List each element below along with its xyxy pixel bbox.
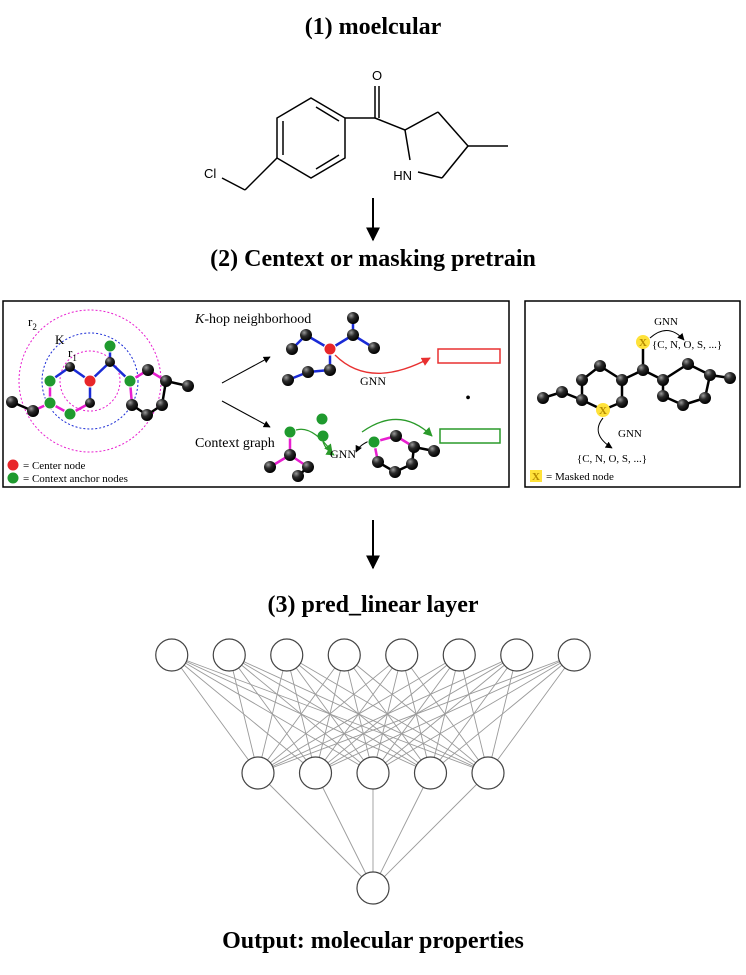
context-embedding-box <box>439 428 501 444</box>
network-edge <box>228 654 259 774</box>
masked-node-top <box>636 335 650 349</box>
gnn-arrow-top <box>334 354 431 374</box>
output-layer-node <box>356 871 390 905</box>
input-layer-node <box>270 638 304 672</box>
hidden-layer-node <box>413 756 448 790</box>
hidden-layer-node <box>241 756 275 790</box>
k-hop-circle <box>41 332 139 430</box>
masked-node-top-label: X <box>639 337 647 349</box>
atom-oxygen: O <box>372 68 382 83</box>
output-title: Output: molecular properties <box>222 928 524 954</box>
step2-title: (2) Centext or masking pretrain <box>210 246 536 272</box>
k-hop-nodes <box>282 312 380 386</box>
network-edge <box>372 654 575 774</box>
network-nodes <box>155 638 591 905</box>
k-hop-embedding-box <box>437 348 501 364</box>
network-edge <box>372 772 431 889</box>
legend-anchor-label: = Context anchor nodes <box>23 473 128 485</box>
label-r1: r1 <box>68 345 77 363</box>
k-hop-label: K-hop neighborhood <box>194 312 311 327</box>
mask-arrow-top <box>649 330 685 341</box>
hidden-layer-node <box>298 756 333 790</box>
network-edge <box>257 654 575 774</box>
legend-center-label: = Center node <box>23 460 86 472</box>
step1-title: (1) moelcular <box>304 14 442 40</box>
masked-node-bottom <box>596 403 610 417</box>
gnn-label-top: GNN <box>360 374 386 388</box>
context-graph-label: Context graph <box>195 436 275 451</box>
gnn-arrow-bottom <box>361 418 433 437</box>
mask-arrow-bottom <box>597 417 613 449</box>
network-edge <box>171 654 259 774</box>
network-edge <box>430 654 575 774</box>
network-edge <box>257 654 403 774</box>
legend-anchor-icon <box>6 471 20 485</box>
split-arrow-up <box>221 356 271 384</box>
input-layer-node <box>442 638 476 672</box>
hidden-layer-node <box>356 756 390 790</box>
input-layer-node <box>557 638 591 672</box>
context-arrow-b <box>322 441 335 456</box>
label-k: K <box>55 332 65 347</box>
network-edge <box>257 772 374 889</box>
network-edge <box>487 654 575 774</box>
masked-node-bottom-label: X <box>599 405 607 417</box>
context-pretrain-panel <box>2 300 510 488</box>
legend-center-icon <box>6 458 20 472</box>
legend-masked-label: = Masked node <box>546 471 614 483</box>
legend-mask-icon <box>530 470 542 482</box>
network-edge <box>372 772 489 889</box>
gnn-label-bottom: GNN <box>330 447 356 461</box>
input-layer-node <box>385 638 419 672</box>
molecule-structure <box>221 86 508 191</box>
input-layer-node <box>212 638 246 672</box>
split-arrow-down <box>221 400 271 428</box>
label-r2: r2 <box>28 314 37 332</box>
radius-r1-circle <box>59 350 121 412</box>
input-layer-node <box>155 638 189 672</box>
network-edge <box>257 654 460 774</box>
input-layer-node <box>500 638 534 672</box>
network-edge <box>315 654 575 774</box>
network-edge <box>257 654 345 774</box>
network-edges <box>171 654 575 889</box>
dot-product-symbol: • <box>465 390 471 407</box>
step3-title: (3) pred_linear layer <box>267 592 479 618</box>
network-edge <box>315 772 374 889</box>
mask-set-bottom: {C, N, O, S, ...} <box>577 453 647 465</box>
mask-gnn-bottom: GNN <box>618 428 642 440</box>
input-layer-node <box>327 638 361 672</box>
context-graph-nodes <box>6 339 194 421</box>
network-edge <box>257 654 517 774</box>
mask-set-top: {C, N, O, S, ...} <box>652 339 722 351</box>
mask-gnn-top: GNN <box>654 316 678 328</box>
hidden-layer-node <box>471 756 505 790</box>
atom-chlorine: Cl <box>204 166 216 181</box>
atom-nh: HN <box>393 168 412 183</box>
center-node <box>83 374 97 388</box>
masked-graph-nodes <box>537 358 736 411</box>
network-edge <box>257 654 288 774</box>
legend-mask-icon-label: X <box>532 471 540 483</box>
